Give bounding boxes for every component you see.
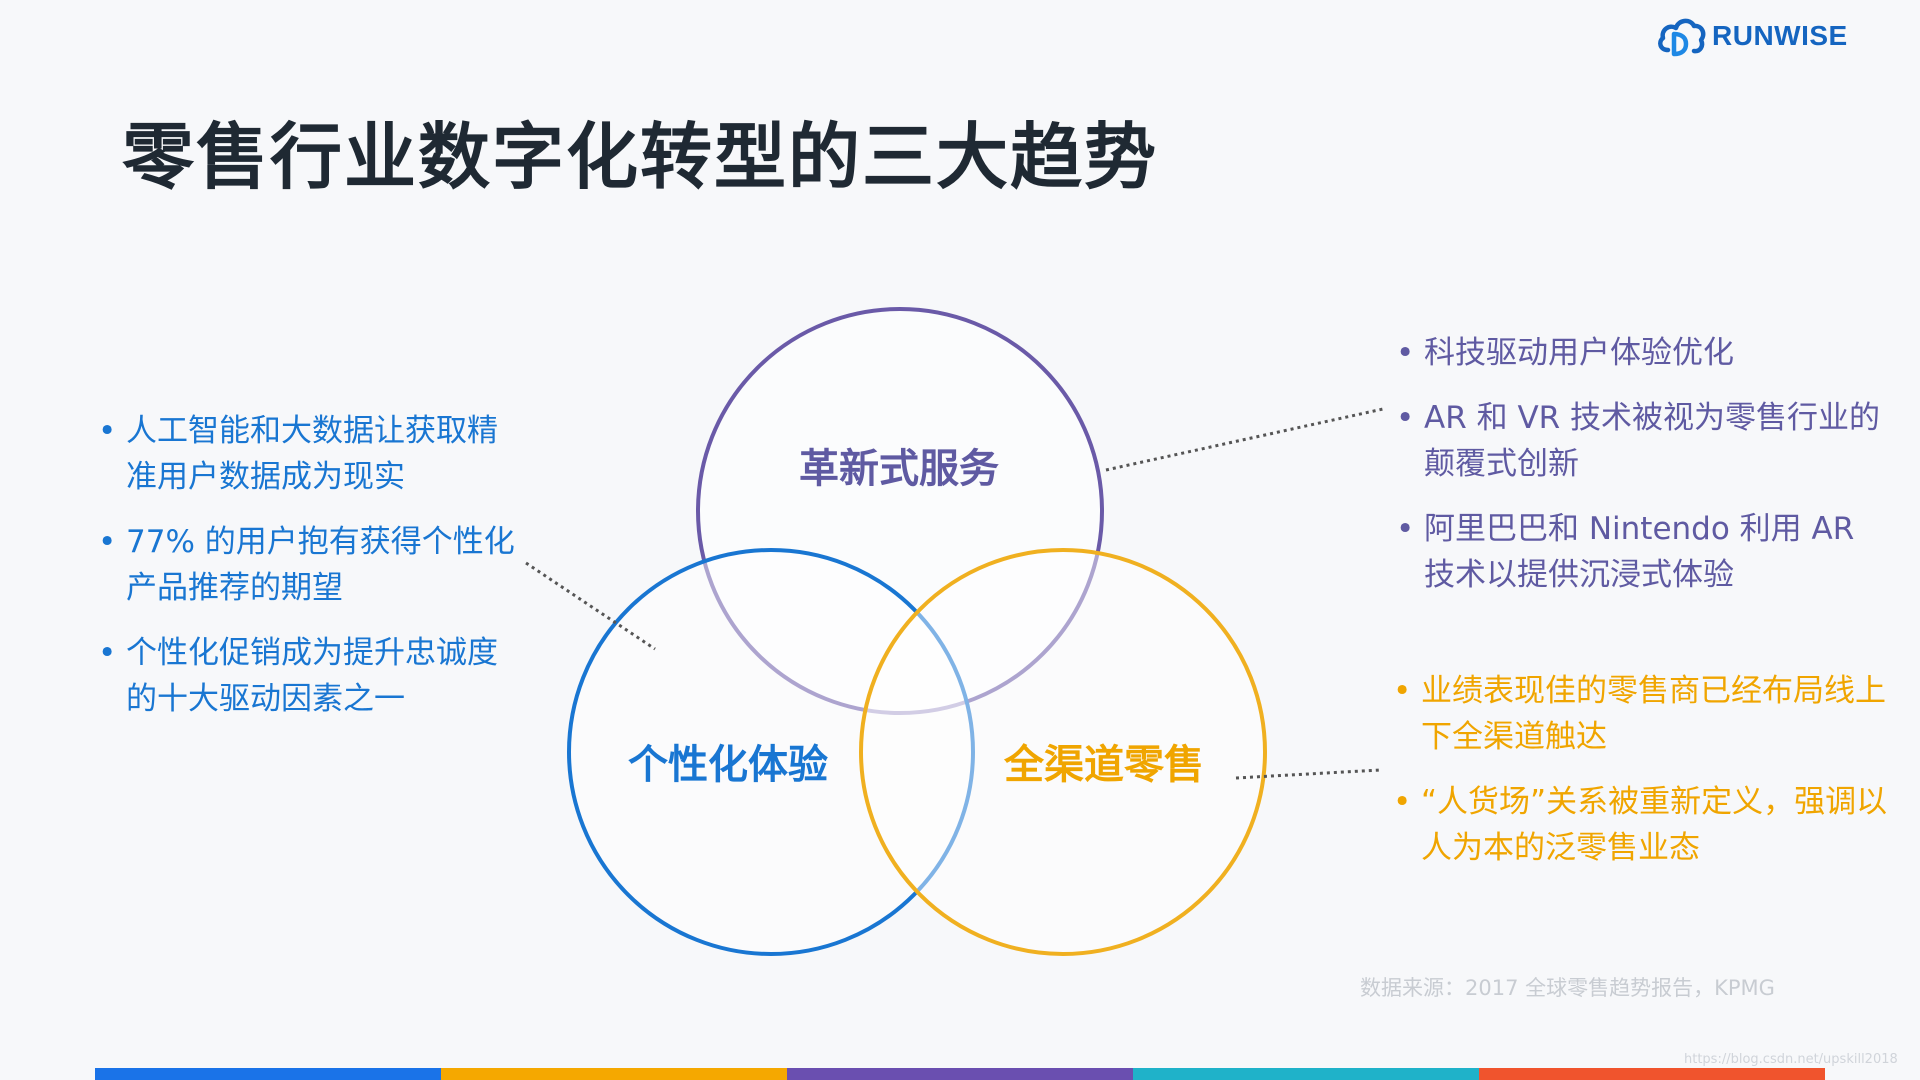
- circle-right-label: 全渠道零售: [1003, 742, 1204, 788]
- list-item: •AR 和 VR 技术被视为零售行业的颠覆式创新: [1396, 400, 1881, 482]
- cloud-logo-icon: [1658, 18, 1706, 57]
- circle-left-label: 个性化体验: [628, 742, 828, 788]
- left-bullet-list: •人工智能和大数据让获取精准用户数据成为现实 •77% 的用户抱有获得个性化产品…: [98, 408, 528, 741]
- bullet-text: 科技驱动用户体验优化: [1424, 335, 1734, 371]
- right-bottom-bullet-list: •业绩表现佳的零售商已经布局线上下全渠道触达 •“人货场”关系被重新定义，强调以…: [1393, 668, 1893, 890]
- circle-top-label: 革新式服务: [799, 446, 999, 492]
- bullet-text: “人货场”关系被重新定义，强调以人为本的泛零售业态: [1421, 784, 1888, 866]
- circle-right: [859, 548, 1267, 956]
- watermark: https://blog.csdn.net/upskill2018: [1684, 1052, 1898, 1067]
- circle-left: [567, 548, 975, 956]
- list-item: •个性化促销成为提升忠诚度的十大驱动因素之一: [98, 635, 498, 717]
- runwise-logo: RUNWISE: [1656, 14, 1848, 58]
- bar-segment: [787, 1068, 1133, 1080]
- connector-right-top: [1105, 407, 1384, 472]
- bullet-text: 阿里巴巴和 Nintendo 利用 AR 技术以提供沉浸式体验: [1424, 511, 1855, 593]
- list-item: •阿里巴巴和 Nintendo 利用 AR 技术以提供沉浸式体验: [1396, 511, 1855, 593]
- connector-left: [525, 561, 656, 651]
- bullet-text: 77% 的用户抱有获得个性化产品推荐的期望: [126, 524, 515, 606]
- source-note: 数据来源：2017 全球零售趋势报告，KPMG: [1360, 976, 1775, 1000]
- list-item: •业绩表现佳的零售商已经布局线上下全渠道触达: [1393, 673, 1886, 755]
- bullet-text: AR 和 VR 技术被视为零售行业的颠覆式创新: [1424, 400, 1881, 482]
- bullet-text: 业绩表现佳的零售商已经布局线上下全渠道触达: [1421, 673, 1886, 755]
- bottom-color-bar: [95, 1068, 1825, 1080]
- connector-right-bottom: [1235, 768, 1381, 780]
- bar-segment: [95, 1068, 441, 1080]
- list-item: •人工智能和大数据让获取精准用户数据成为现实: [98, 413, 498, 495]
- bar-segment: [1479, 1068, 1825, 1080]
- bullet-text: 人工智能和大数据让获取精准用户数据成为现实: [126, 413, 498, 495]
- list-item: •科技驱动用户体验优化: [1396, 335, 1734, 371]
- circle-top: [696, 307, 1104, 715]
- bar-segment: [441, 1068, 787, 1080]
- logo-text: RUNWISE: [1712, 20, 1848, 51]
- page-title: 零售行业数字化转型的三大趋势: [122, 115, 1159, 199]
- bullet-text: 个性化促销成为提升忠诚度的十大驱动因素之一: [126, 635, 498, 717]
- right-top-bullet-list: •科技驱动用户体验优化 •AR 和 VR 技术被视为零售行业的颠覆式创新 •阿里…: [1396, 330, 1891, 617]
- list-item: •77% 的用户抱有获得个性化产品推荐的期望: [98, 524, 515, 606]
- bar-segment: [1133, 1068, 1479, 1080]
- list-item: •“人货场”关系被重新定义，强调以人为本的泛零售业态: [1393, 784, 1888, 866]
